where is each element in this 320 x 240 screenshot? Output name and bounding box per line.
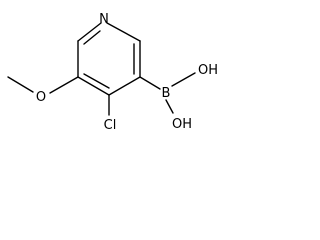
chemical-structure-diagram: N Cl O B OH OH (7, 12, 218, 133)
bond-o-methyl (7, 76, 34, 93)
bond-b-oh-top (171, 72, 196, 87)
ring-bond-c4-c5-double (83, 73, 110, 89)
atom-label-boron: B (162, 86, 171, 101)
atom-label-chlorine: Cl (104, 118, 117, 133)
atom-label-hydroxyl-bottom: OH (172, 117, 192, 132)
bond-c3-b (139, 76, 161, 90)
atom-label-nitrogen: N (99, 12, 109, 27)
pyridine-ring (77, 22, 141, 96)
ring-bond-c6-n (77, 22, 102, 42)
ring-bond-c3-c4 (108, 76, 141, 96)
ring-bond-c6-n-double (83, 30, 101, 45)
atom-label-hydroxyl-top: OH (198, 63, 218, 78)
ring-bond-n-c2 (106, 22, 141, 42)
bond-c5-o (49, 76, 79, 94)
ring-bond-c4-c5 (77, 76, 110, 96)
atom-label-oxygen: O (36, 90, 46, 105)
bond-b-oh-bottom (165, 99, 174, 114)
